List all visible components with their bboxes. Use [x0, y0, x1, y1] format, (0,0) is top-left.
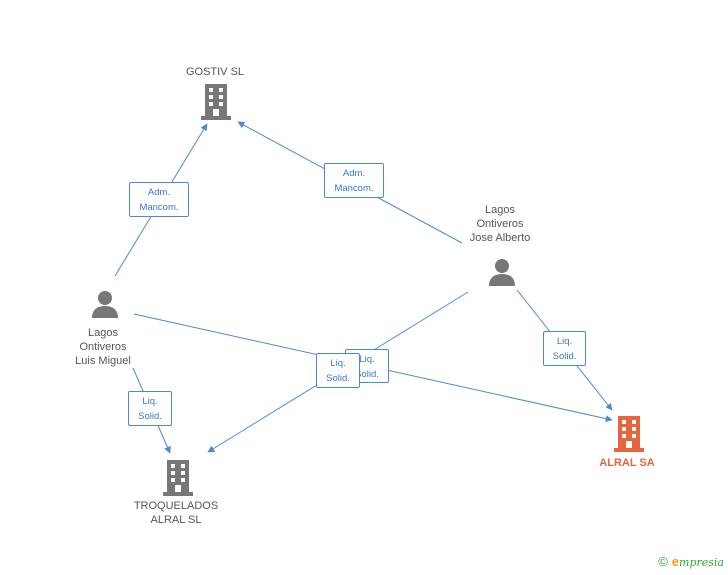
brand-initial: e: [671, 554, 680, 569]
node-label-jose: Lagos Ontiveros Jose Alberto: [469, 204, 531, 244]
building-icon[interactable]: [201, 84, 231, 120]
building-icon[interactable]: [163, 460, 193, 496]
brand-name: mpresia: [679, 556, 724, 569]
copyright-icon: ©: [658, 554, 668, 569]
person-icon[interactable]: [91, 290, 119, 318]
role-badge-luis-alral[interactable]: Liq. Solid.: [316, 353, 360, 388]
role-badge-luis-gostiv[interactable]: Adm. Mancom.: [129, 182, 189, 217]
footer-brand[interactable]: ©empresia: [658, 554, 724, 569]
role-badge-jose-gostiv[interactable]: Adm. Mancom.: [324, 163, 384, 198]
node-label-troquelados: TROQUELADOS ALRAL SL: [133, 500, 219, 526]
node-label-alral: ALRAL SA: [599, 457, 655, 469]
building-icon[interactable]: [614, 416, 644, 452]
person-icon[interactable]: [488, 258, 516, 286]
node-label-gostiv: GOSTIV SL: [185, 66, 245, 78]
node-label-luis: Lagos Ontiveros Luis Miguel: [75, 327, 131, 367]
role-badge-luis-troq[interactable]: Liq. Solid.: [128, 391, 172, 426]
role-badge-jose-alral[interactable]: Liq. Solid.: [543, 331, 586, 366]
